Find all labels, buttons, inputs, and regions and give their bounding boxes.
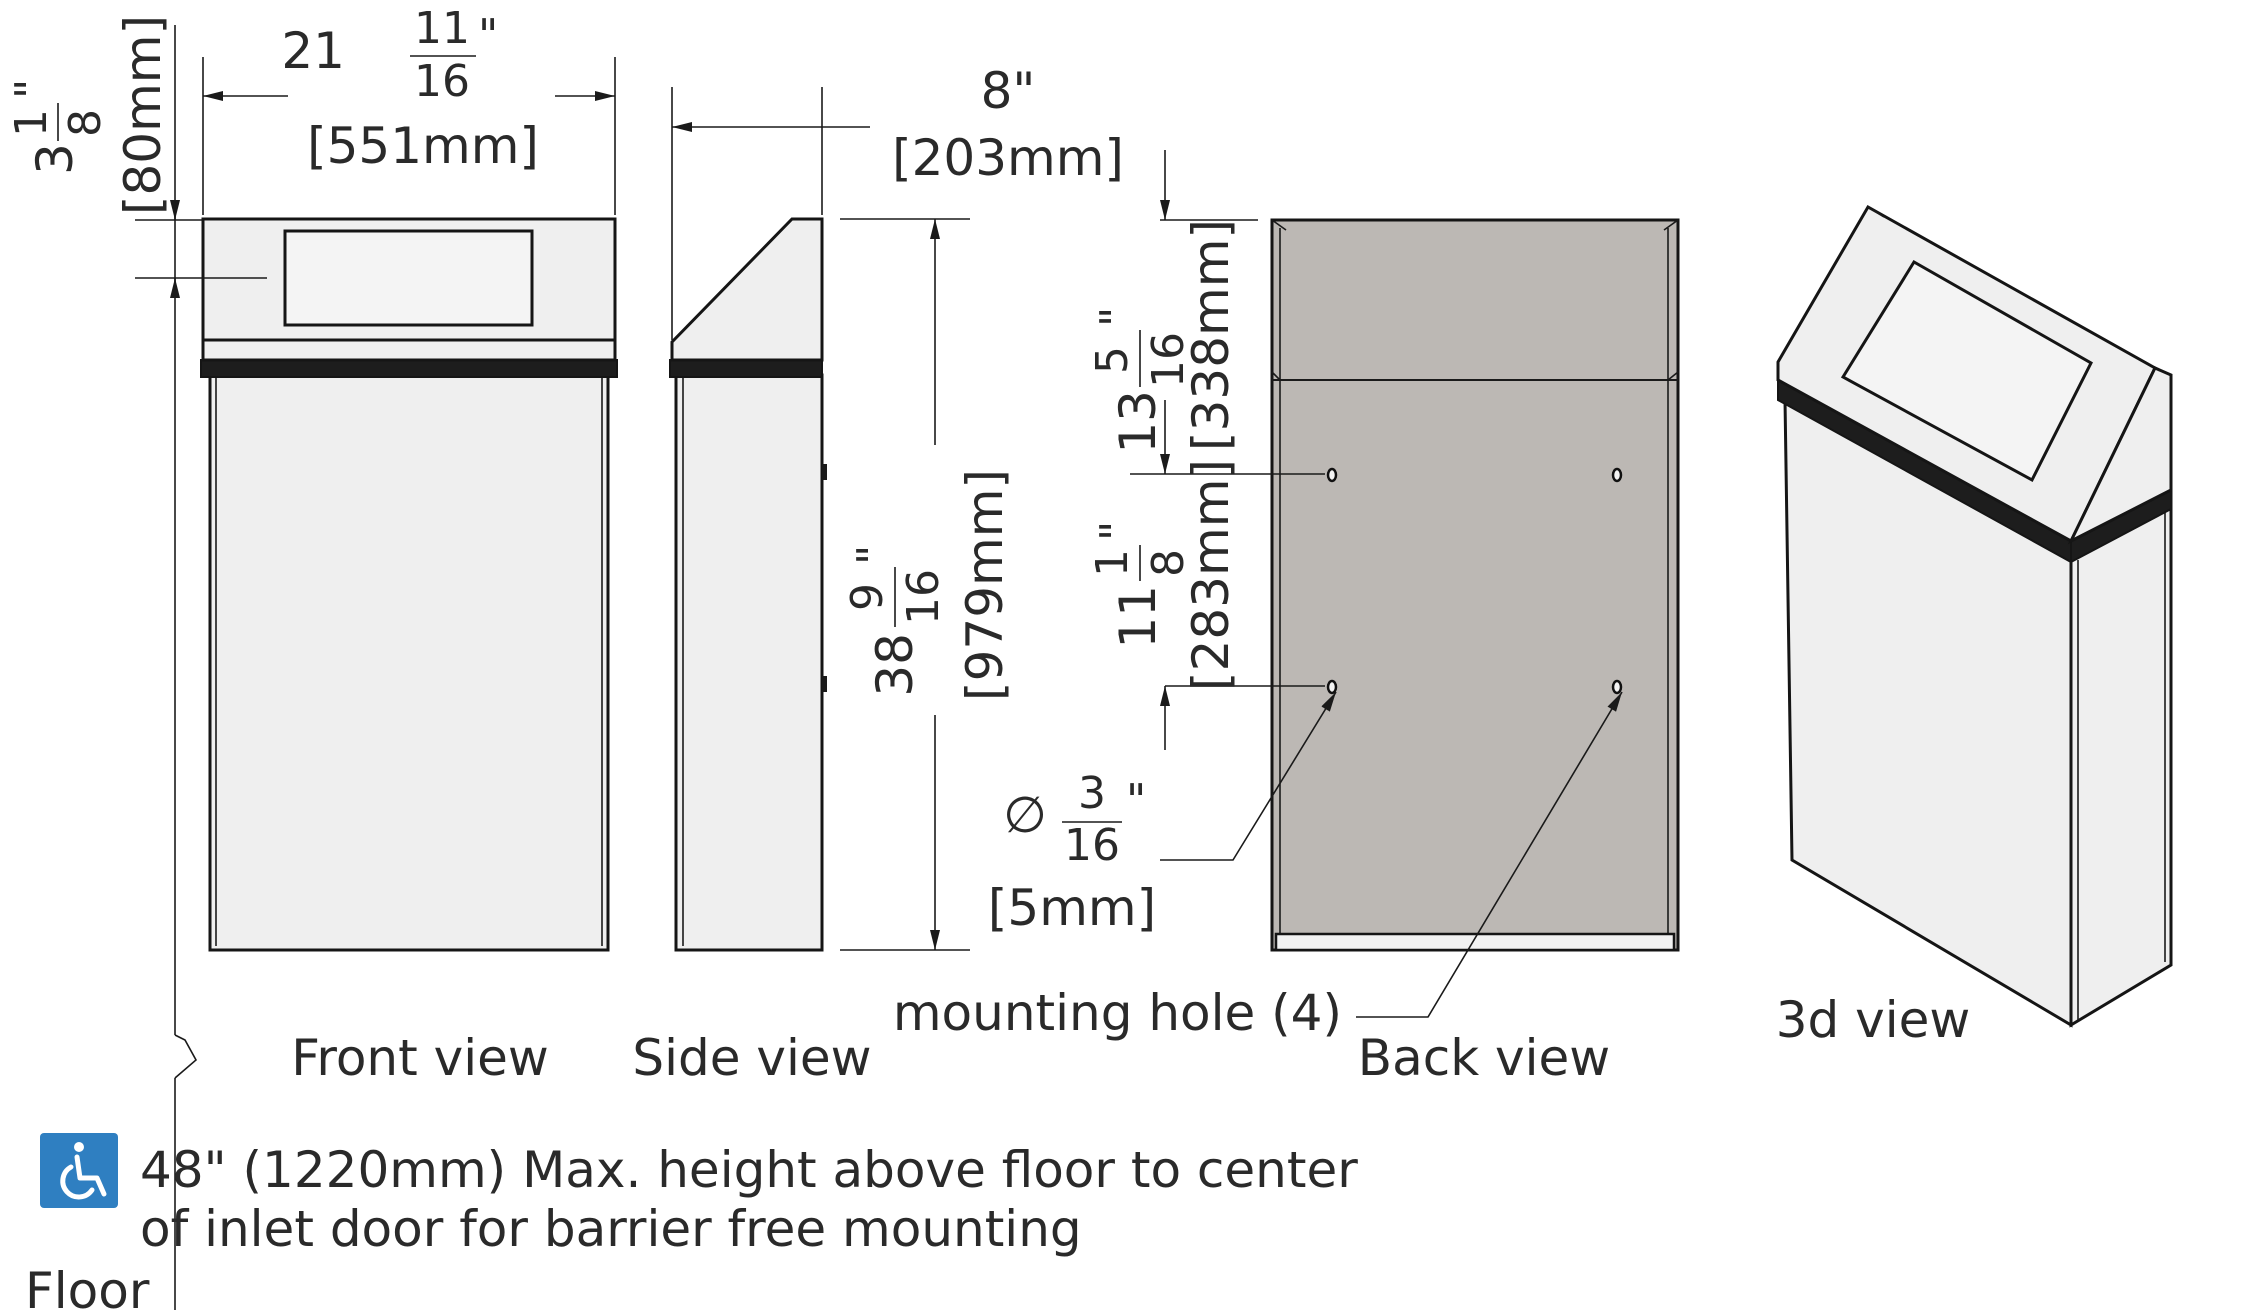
- door-offset-label: 3 1 8 " [80mm]: [6, 15, 172, 215]
- svg-text:13: 13: [1109, 390, 1167, 454]
- svg-text:5: 5: [1087, 346, 1138, 374]
- svg-text:∅: ∅: [1003, 786, 1047, 844]
- svg-text:": ": [848, 545, 899, 565]
- top-to-hole-label: 13 5 16 " [338mm]: [1087, 219, 1240, 454]
- iso-view-label: 3d view: [1776, 991, 1971, 1049]
- svg-text:": ": [1091, 521, 1142, 541]
- svg-text:8: 8: [1143, 549, 1194, 577]
- svg-text:1: 1: [6, 109, 57, 137]
- mounting-hole-label: mounting hole (4): [893, 984, 1342, 1042]
- svg-text:11: 11: [1109, 585, 1167, 649]
- svg-text:16: 16: [1064, 820, 1120, 871]
- depth-dimension: [671, 87, 870, 340]
- back-view-label: Back view: [1358, 1029, 1610, 1087]
- svg-text:[80mm]: [80mm]: [114, 15, 172, 215]
- accessibility-note-line2: of inlet door for barrier free mounting: [140, 1200, 1082, 1258]
- leader-lines: [1160, 691, 1623, 1018]
- front-view-label: Front view: [291, 1029, 549, 1087]
- svg-text:8": 8": [981, 62, 1036, 120]
- svg-text:16: 16: [1143, 332, 1194, 388]
- svg-text:16: 16: [414, 56, 470, 107]
- floor-label: Floor: [25, 1262, 150, 1310]
- mounting-hole: [1611, 467, 1623, 483]
- svg-text:": ": [1126, 775, 1146, 826]
- back-view: [1270, 218, 1680, 952]
- depth-label: 8" [203mm]: [892, 62, 1124, 187]
- accessibility-note-line1: 48" (1220mm) Max. height above floor to …: [140, 1141, 1358, 1199]
- inlet-door: [283, 229, 534, 327]
- svg-text:": ": [1091, 307, 1142, 327]
- svg-text:9: 9: [842, 583, 893, 611]
- height-dimension: [840, 218, 970, 951]
- side-view-label: Side view: [632, 1029, 871, 1087]
- svg-text:[203mm]: [203mm]: [892, 129, 1124, 187]
- svg-text:[551mm]: [551mm]: [307, 117, 539, 175]
- wheelchair-icon: [40, 1133, 118, 1208]
- svg-text:16: 16: [898, 569, 949, 625]
- svg-text:21: 21: [281, 22, 345, 80]
- door-offset-dimension: [135, 25, 267, 1310]
- iso-view: [1776, 204, 2173, 1028]
- svg-text:[979mm]: [979mm]: [956, 469, 1014, 701]
- front-view: [200, 217, 618, 952]
- width-label: 21 11 16 " [551mm]: [281, 3, 539, 175]
- svg-text:38: 38: [866, 633, 924, 697]
- svg-text:11: 11: [414, 3, 470, 54]
- mounting-hole: [1326, 467, 1338, 483]
- svg-text:[283mm]: [283mm]: [1182, 459, 1240, 691]
- svg-text:": ": [6, 79, 57, 99]
- mounting-hole: [1611, 679, 1623, 695]
- top-to-hole-dimension: [1130, 150, 1325, 475]
- svg-text:[338mm]: [338mm]: [1182, 219, 1240, 451]
- width-dimension: [202, 57, 616, 215]
- inlet-door: [1840, 259, 2093, 483]
- svg-text:3: 3: [1078, 768, 1106, 819]
- svg-text:3: 3: [26, 143, 84, 175]
- hole-diameter-label: ∅ 3 16 " [5mm]: [988, 768, 1156, 937]
- svg-text:1: 1: [1087, 549, 1138, 577]
- svg-text:8: 8: [60, 109, 111, 137]
- svg-text:": ": [478, 10, 498, 61]
- hole-spacing-label: 11 1 8 " [283mm]: [1087, 459, 1240, 691]
- height-label: 38 9 16 " [979mm]: [842, 469, 1014, 701]
- svg-text:[5mm]: [5mm]: [988, 879, 1156, 937]
- mounting-hole: [1326, 679, 1338, 695]
- hole-spacing-dimension: [1160, 685, 1325, 750]
- side-view: [669, 217, 827, 952]
